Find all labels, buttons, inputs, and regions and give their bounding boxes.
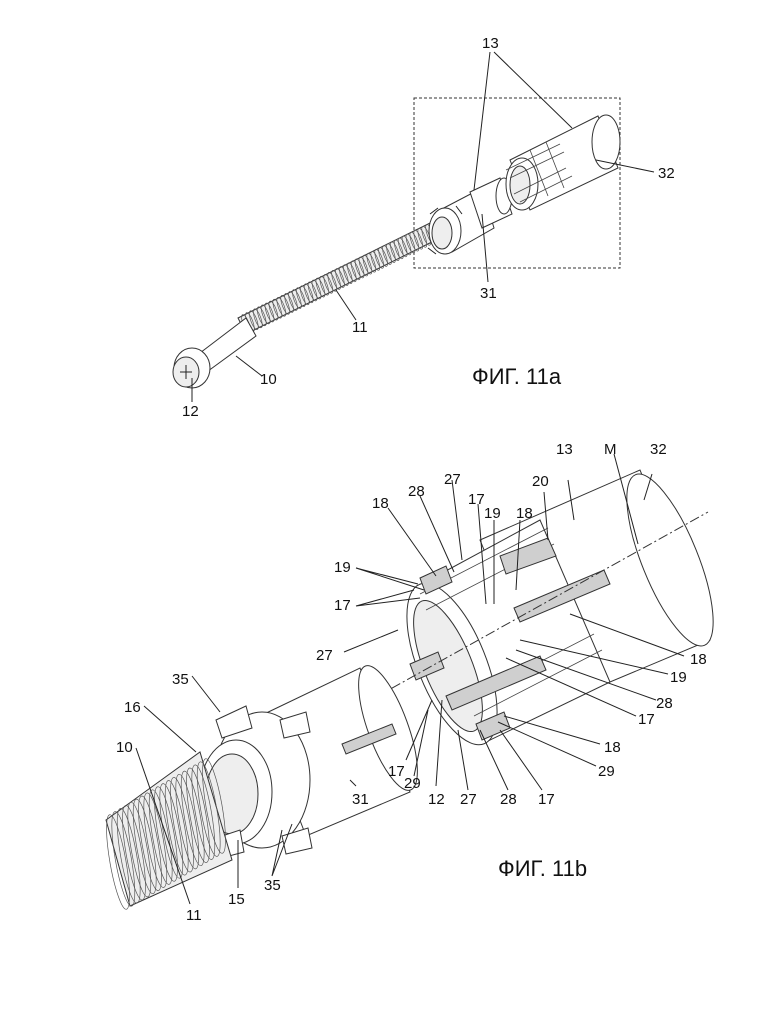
label-31-b: 31 bbox=[352, 791, 369, 808]
label-28-right: 28 bbox=[656, 695, 673, 712]
label-28-top: 28 bbox=[408, 483, 425, 500]
label-19-top: 19 bbox=[484, 505, 501, 522]
label-18-right: 18 bbox=[690, 651, 707, 668]
threaded-rod bbox=[238, 222, 440, 335]
label-17-top: 17 bbox=[468, 491, 485, 508]
figure-caption-11a: ФИГ. 11a bbox=[472, 364, 562, 389]
leader-11 bbox=[336, 290, 356, 320]
label-27-left: 27 bbox=[316, 647, 333, 664]
label-13: 13 bbox=[482, 35, 499, 52]
leader-13b bbox=[494, 52, 572, 128]
label-27-top: 27 bbox=[444, 471, 461, 488]
tube-32 bbox=[506, 115, 620, 210]
label-27-bottom: 27 bbox=[460, 791, 477, 808]
label-18-top: 18 bbox=[372, 495, 389, 512]
label-29-bottom: 29 bbox=[404, 775, 421, 792]
label-19-right: 19 bbox=[670, 669, 687, 686]
figure-11a bbox=[173, 52, 654, 402]
label-20: 20 bbox=[532, 473, 549, 490]
leader-10 bbox=[236, 356, 262, 376]
label-31: 31 bbox=[480, 285, 497, 302]
label-19-left: 19 bbox=[334, 559, 351, 576]
label-17-bottom-right: 17 bbox=[538, 791, 555, 808]
label-m: M bbox=[604, 441, 617, 458]
label-35-bottom: 35 bbox=[264, 877, 281, 894]
label-32-b: 32 bbox=[650, 441, 667, 458]
label-10: 10 bbox=[260, 371, 277, 388]
label-16: 16 bbox=[124, 699, 141, 716]
label-11: 11 bbox=[352, 319, 368, 336]
label-13-b: 13 bbox=[556, 441, 573, 458]
label-28-bottom: 28 bbox=[500, 791, 517, 808]
label-32: 32 bbox=[658, 165, 675, 182]
figure-caption-11b: ФИГ. 11b bbox=[498, 856, 587, 881]
label-18-mid: 18 bbox=[516, 505, 533, 522]
label-35-top: 35 bbox=[172, 671, 189, 688]
figure-11b bbox=[102, 454, 731, 911]
label-15: 15 bbox=[228, 891, 245, 908]
label-11-b: 11 bbox=[186, 907, 202, 924]
label-17-left: 17 bbox=[334, 597, 351, 614]
label-29-right: 29 bbox=[598, 763, 615, 780]
label-12-b: 12 bbox=[428, 791, 445, 808]
label-12: 12 bbox=[182, 403, 199, 420]
label-17-bottom: 17 bbox=[388, 763, 405, 780]
label-17-right: 17 bbox=[638, 711, 655, 728]
label-10-b: 10 bbox=[116, 739, 133, 756]
label-18-lower: 18 bbox=[604, 739, 621, 756]
leader-13a bbox=[474, 52, 490, 190]
